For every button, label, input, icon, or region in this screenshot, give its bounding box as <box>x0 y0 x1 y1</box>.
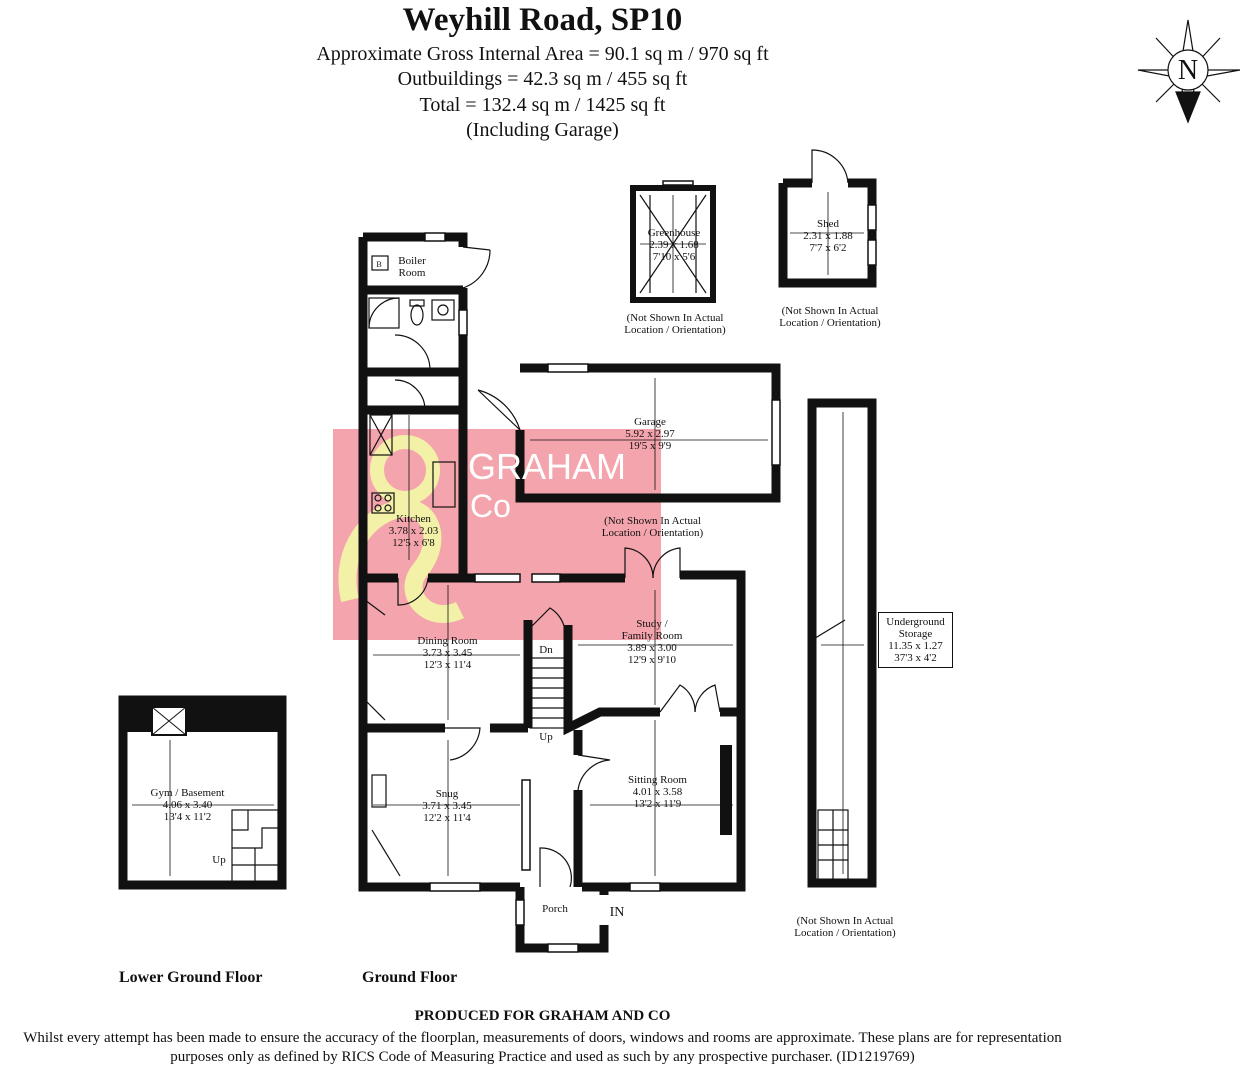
disclaimer-text: Whilst every attempt has been made to en… <box>23 1030 1062 1065</box>
lower-ground-floor-label: Lower Ground Floor <box>119 969 263 986</box>
stairs-down-label: Dn <box>539 644 553 656</box>
ground-floor-label: Ground Floor <box>362 969 458 986</box>
produced-for-heading: PRODUCED FOR GRAHAM AND CO <box>414 1008 671 1024</box>
watermark-graham: GRAHAM <box>468 446 627 487</box>
greenhouse-walls <box>630 185 716 303</box>
compass-north-letter: N <box>1177 55 1199 86</box>
shed-note: (Not Shown In Actual Location / Orientat… <box>779 305 881 329</box>
porch-label: Porch <box>542 903 568 915</box>
total-area: Total = 132.4 sq m / 1425 sq ft <box>419 94 666 116</box>
stairs-up-label: Up <box>539 731 553 743</box>
watermark-logo <box>333 429 661 640</box>
entrance-label: IN <box>609 905 625 920</box>
garage-note: (Not Shown In Actual Location / Orientat… <box>601 515 704 539</box>
gym-stairs-up-label: Up <box>212 854 226 866</box>
compass-rose <box>1137 19 1241 124</box>
greenhouse-note: (Not Shown In Actual Location / Orientat… <box>624 312 726 336</box>
gross-internal-area: Approximate Gross Internal Area = 90.1 s… <box>316 43 769 65</box>
boiler-room-label: Boiler Room <box>398 255 426 279</box>
including-garage-note: (Including Garage) <box>466 119 619 141</box>
plan-title: Weyhill Road, SP10 <box>402 2 683 38</box>
storage-note: (Not Shown In Actual Location / Orientat… <box>794 915 896 939</box>
watermark-co: Co <box>470 488 511 524</box>
boiler-symbol: B <box>376 260 382 269</box>
outbuildings-area: Outbuildings = 42.3 sq m / 455 sq ft <box>397 68 688 90</box>
storage-walls <box>807 398 877 888</box>
